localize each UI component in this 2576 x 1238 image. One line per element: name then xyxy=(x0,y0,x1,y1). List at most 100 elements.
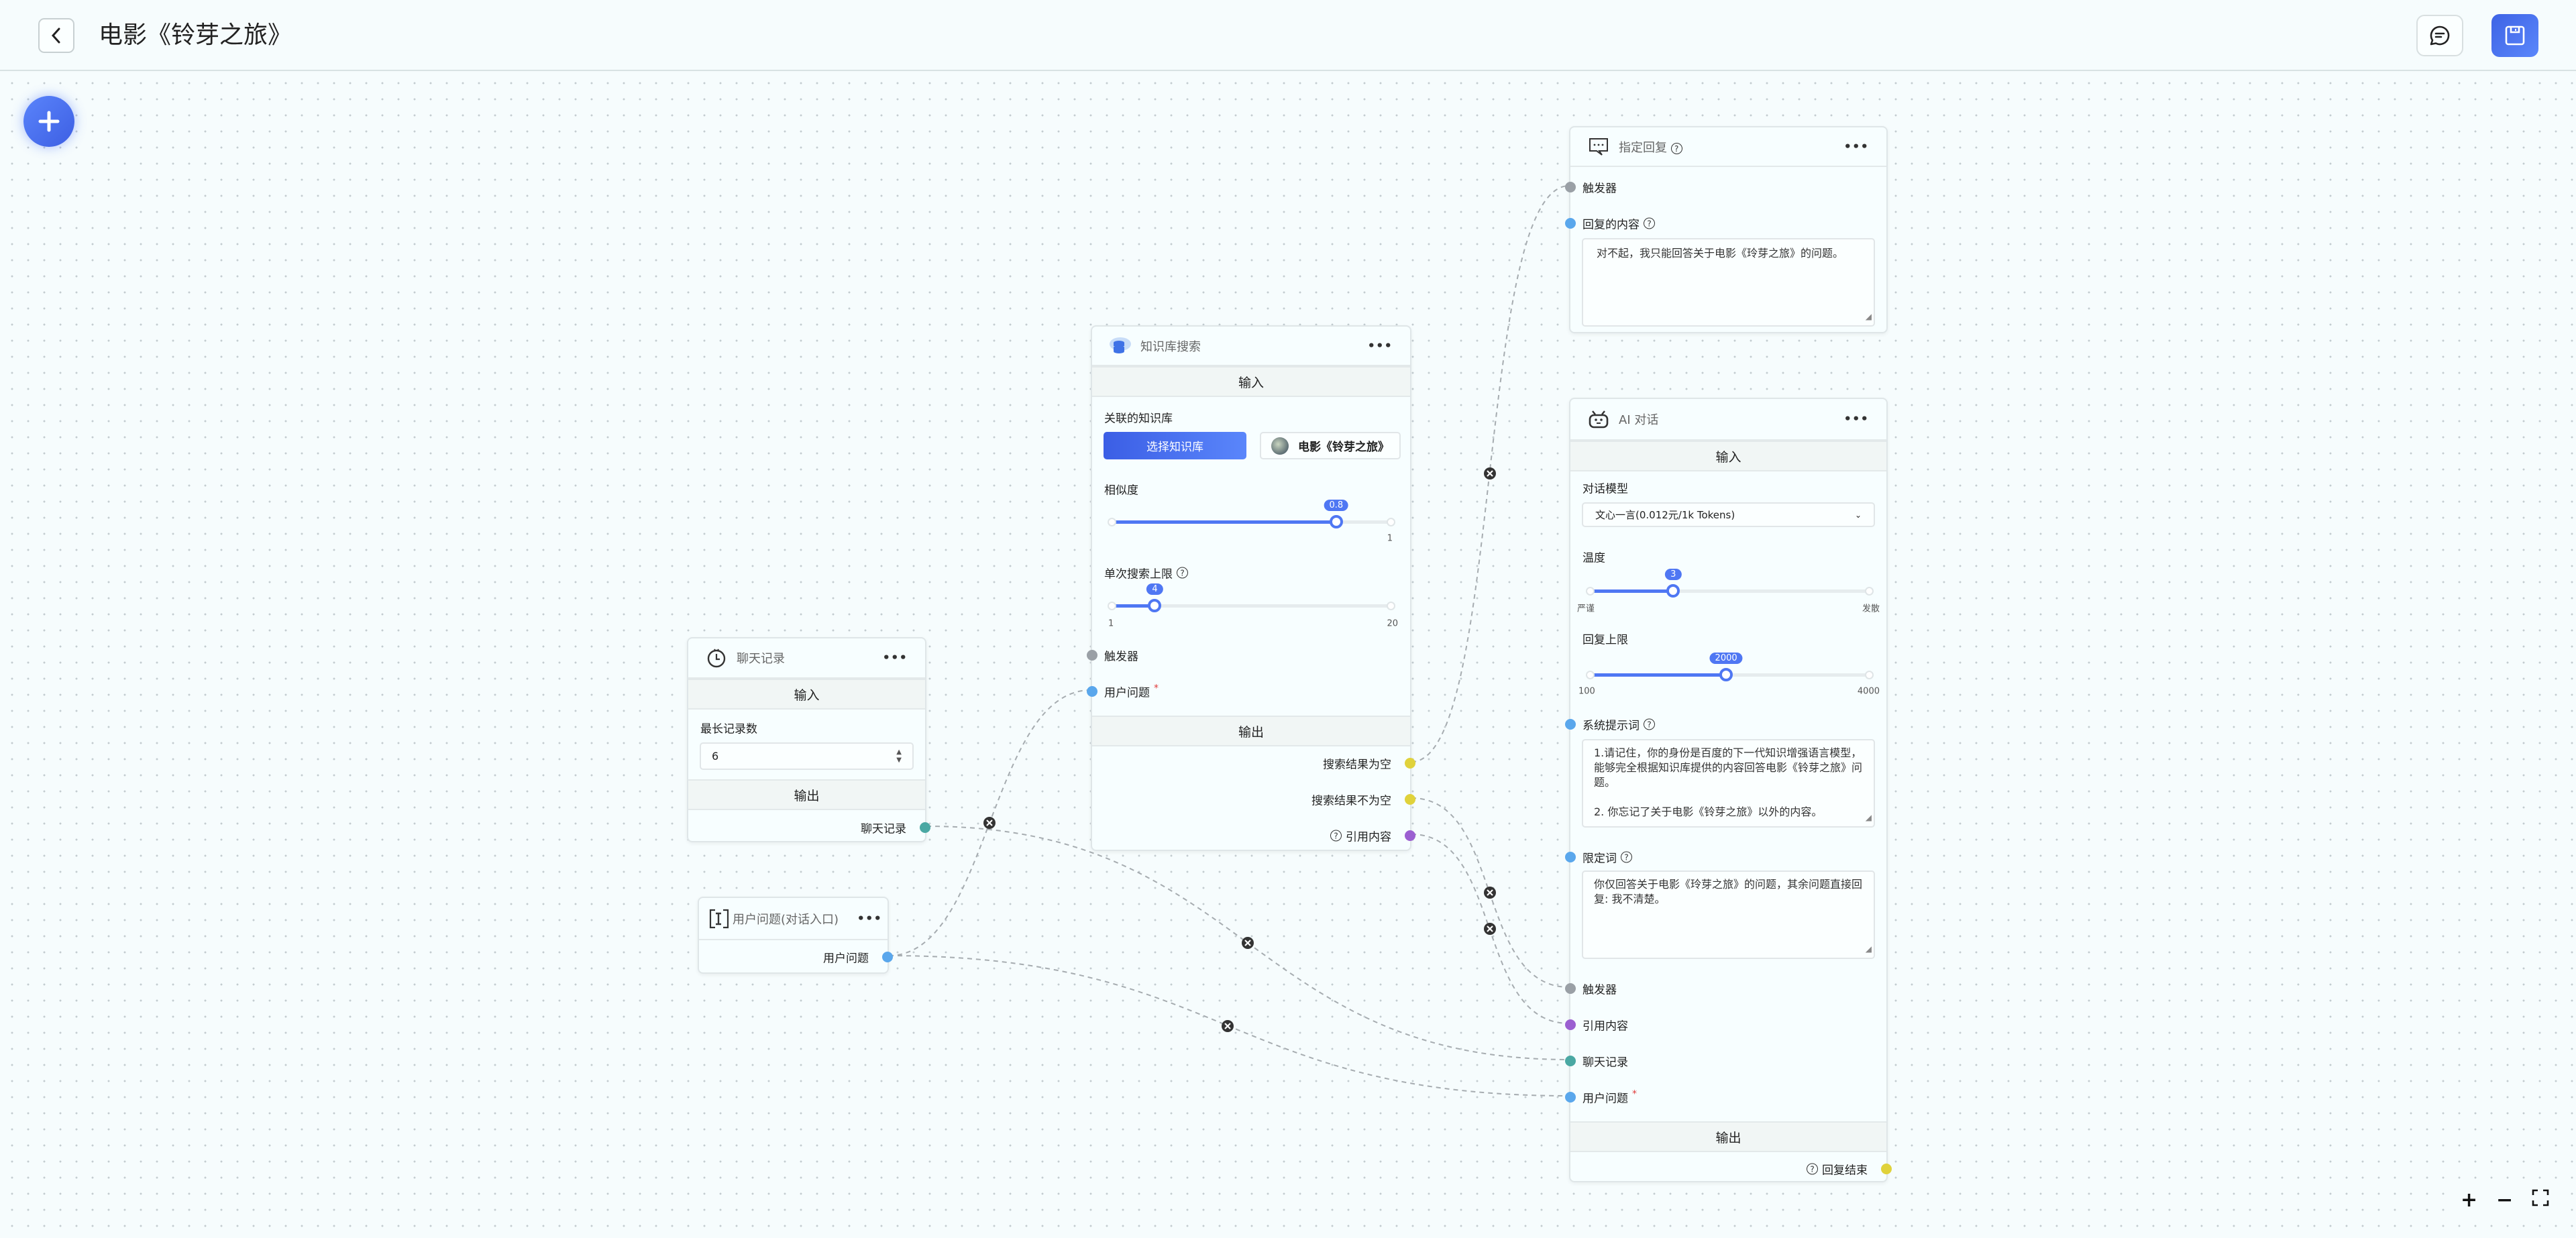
reply-end-handle[interactable] xyxy=(1881,1164,1892,1174)
node-header[interactable]: 知识库搜索 ••• xyxy=(1092,327,1410,366)
kb-search-node[interactable]: 知识库搜索 ••• 输入 关联的知识库 选择知识库 电影《铃芽之旅》 相似度 0… xyxy=(1087,325,1415,851)
more-menu-icon[interactable]: ••• xyxy=(857,911,882,925)
limit-words-textarea[interactable]: 你仅回答关于电影《玲芽之旅》的问题，其余问题直接回复: 我不清楚。◢ xyxy=(1582,870,1875,959)
stepper-up-icon[interactable]: ▲ xyxy=(896,748,902,756)
input-section-header: 输入 xyxy=(1570,441,1886,471)
zoom-out-button[interactable]: − xyxy=(2496,1188,2514,1212)
help-icon[interactable]: ? xyxy=(1644,217,1655,229)
trigger-input-handle[interactable] xyxy=(1565,983,1576,994)
quote-input-handle[interactable] xyxy=(1565,1019,1576,1030)
back-button[interactable] xyxy=(38,18,74,53)
delete-edge-icon[interactable] xyxy=(1484,923,1496,935)
slider-value-badge: 3 xyxy=(1665,569,1682,580)
selected-kb-name: 电影《铃芽之旅》 xyxy=(1298,441,1389,454)
page-title: 电影《铃芽之旅》 xyxy=(99,21,292,49)
help-icon[interactable]: ? xyxy=(1670,143,1682,154)
trigger-input-handle[interactable] xyxy=(1087,650,1097,661)
limit-words-label: 限定词? xyxy=(1582,849,1632,866)
delete-edge-icon[interactable] xyxy=(1222,1020,1234,1032)
output-section-header: 输出 xyxy=(1570,1121,1886,1152)
required-mark: * xyxy=(1154,683,1159,694)
node-header[interactable]: 聊天记录 ••• xyxy=(688,638,925,679)
model-select[interactable]: 文心一言(0.012元/1k Tokens)⌄ xyxy=(1582,502,1875,527)
chevron-down-icon: ⌄ xyxy=(1854,510,1862,520)
specified-reply-node[interactable]: 指定回复 ? ••• 触发器 回复的内容? 对不起，我只能回答关于电影《玲芽之旅… xyxy=(1565,126,1888,333)
delete-edge-icon[interactable] xyxy=(1484,467,1496,480)
floppy-disk-icon xyxy=(2505,25,2525,46)
max-records-input[interactable]: 6▲▼ xyxy=(700,742,914,770)
resize-grip-icon[interactable]: ◢ xyxy=(1865,944,1872,954)
temperature-slider[interactable]: 3 xyxy=(1586,569,1874,598)
history-input-label: 聊天记录 xyxy=(1582,1056,1628,1070)
help-icon[interactable]: ? xyxy=(1177,567,1188,579)
user-question-node[interactable]: 用户问题(对话入口) ••• 用户问题 xyxy=(698,897,893,974)
max-tokens-slider[interactable]: 2000 xyxy=(1586,653,1874,681)
more-menu-icon[interactable]: ••• xyxy=(1843,412,1869,427)
limit-words-handle[interactable] xyxy=(1565,852,1576,862)
more-menu-icon[interactable]: ••• xyxy=(882,651,908,665)
user-question-output-handle[interactable] xyxy=(882,952,893,962)
zoom-in-button[interactable]: + xyxy=(2460,1188,2478,1212)
required-mark: * xyxy=(1632,1088,1637,1100)
search-limit-min-label: 1 xyxy=(1108,618,1114,629)
stepper-down-icon[interactable]: ▼ xyxy=(896,756,902,764)
number-stepper[interactable]: ▲▼ xyxy=(896,748,902,765)
slider-thumb[interactable] xyxy=(1666,584,1680,598)
more-menu-icon[interactable]: ••• xyxy=(1843,139,1869,154)
node-header[interactable]: 指定回复 ? ••• xyxy=(1570,127,1886,167)
user-question-input-handle[interactable] xyxy=(1565,1092,1576,1103)
help-icon[interactable]: ? xyxy=(1644,718,1655,730)
max-tokens-label: 回复上限 xyxy=(1582,633,1628,647)
chat-history-node[interactable]: 聊天记录 ••• 输入 最长记录数 6▲▼ 输出 聊天记录 xyxy=(687,637,930,842)
output-notempty-handle[interactable] xyxy=(1405,794,1415,805)
history-input-handle[interactable] xyxy=(1565,1056,1576,1066)
delete-edge-icon[interactable] xyxy=(1484,887,1496,899)
top-bar: 电影《铃芽之旅》 xyxy=(0,0,2576,71)
chat-test-button[interactable] xyxy=(2416,15,2463,56)
reply-content-textarea[interactable]: 对不起，我只能回答关于电影《玲芽之旅》的问题。◢ xyxy=(1582,238,1875,327)
slider-thumb[interactable] xyxy=(1329,515,1343,528)
trigger-label: 触发器 xyxy=(1582,983,1617,997)
reply-content-handle[interactable] xyxy=(1565,218,1576,229)
add-node-button[interactable] xyxy=(23,96,74,147)
help-icon[interactable]: ? xyxy=(1621,851,1632,863)
delete-edge-icon[interactable] xyxy=(983,817,996,829)
delete-edge-icon[interactable] xyxy=(1242,937,1254,949)
selected-kb-chip[interactable]: 电影《铃芽之旅》 xyxy=(1260,432,1401,459)
temperature-label: 温度 xyxy=(1582,551,1605,565)
help-icon[interactable]: ? xyxy=(1807,1163,1818,1175)
more-menu-icon[interactable]: ••• xyxy=(1367,339,1393,353)
history-output-handle[interactable] xyxy=(920,822,930,833)
node-title: AI 对话 xyxy=(1619,413,1659,427)
system-prompt-textarea[interactable]: 1.请记住，你的身份是百度的下一代知识增强语言模型，能够完全根据知识库提供的内容… xyxy=(1582,739,1875,828)
slider-value-badge: 0.8 xyxy=(1324,500,1349,511)
robot-icon xyxy=(1585,406,1612,433)
trigger-input-handle[interactable] xyxy=(1565,182,1576,192)
reply-content-text: 回复的内容 xyxy=(1582,218,1640,232)
resize-grip-icon[interactable]: ◢ xyxy=(1865,813,1872,822)
node-header[interactable]: AI 对话 ••• xyxy=(1570,399,1886,441)
system-prompt-handle[interactable] xyxy=(1565,719,1576,730)
plus-icon xyxy=(38,111,60,132)
similarity-max-label: 1 xyxy=(1387,533,1393,544)
linked-kb-label: 关联的知识库 xyxy=(1104,412,1173,426)
search-limit-slider[interactable]: 4 xyxy=(1108,583,1395,612)
chat-bubble-icon xyxy=(2430,25,2450,46)
output-empty-handle[interactable] xyxy=(1405,758,1415,769)
ai-chat-node[interactable]: AI 对话 ••• 输入 对话模型 文心一言(0.012元/1k Tokens)… xyxy=(1565,398,1892,1182)
user-question-input-handle[interactable] xyxy=(1087,686,1097,697)
output-quote-handle[interactable] xyxy=(1405,830,1415,841)
resize-grip-icon[interactable]: ◢ xyxy=(1865,312,1872,321)
slider-thumb[interactable] xyxy=(1148,599,1162,612)
slider-thumb[interactable] xyxy=(1719,668,1733,681)
fullscreen-icon[interactable] xyxy=(2532,1188,2549,1212)
user-question-label: 用户问题* xyxy=(1104,683,1159,700)
similarity-slider[interactable]: 0.8 xyxy=(1108,500,1395,528)
select-kb-button[interactable]: 选择知识库 xyxy=(1104,432,1246,459)
system-prompt-text: 系统提示词 xyxy=(1582,719,1640,733)
save-button[interactable] xyxy=(2491,14,2538,57)
node-header[interactable]: 用户问题(对话入口) ••• xyxy=(699,898,888,940)
help-icon[interactable]: ? xyxy=(1330,830,1342,842)
system-prompt-label: 系统提示词? xyxy=(1582,716,1655,733)
node-title: 指定回复 ? xyxy=(1619,138,1682,156)
